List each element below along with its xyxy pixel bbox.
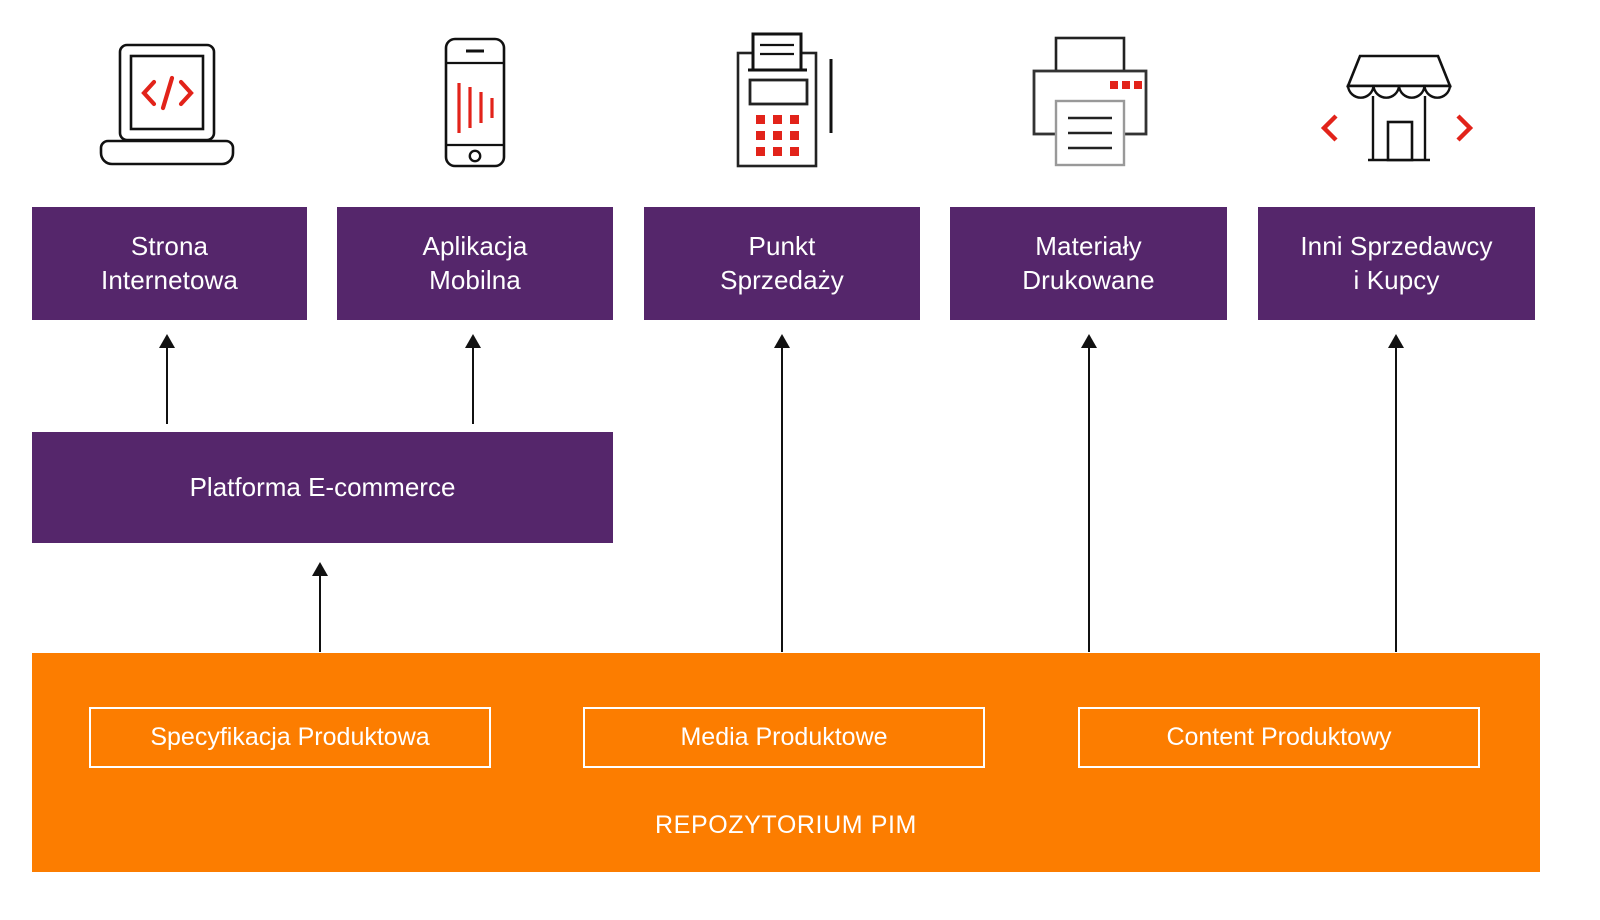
arrow-shaft bbox=[319, 568, 321, 652]
arrow-repository-to-resellers bbox=[1387, 334, 1405, 652]
repository-card-product-content[interactable]: Content Produktowy bbox=[1078, 707, 1480, 768]
arrow-shaft bbox=[1395, 340, 1397, 652]
arrow-repository-to-print bbox=[1080, 334, 1098, 652]
channel-label-line2: i Kupcy bbox=[1353, 264, 1440, 295]
channel-label-line2: Drukowane bbox=[1022, 264, 1155, 295]
repository-panel-pim[interactable]: Specyfikacja Produktowa Media Produktowe… bbox=[32, 653, 1540, 872]
repository-card-label: Specyfikacja Produktowa bbox=[150, 723, 430, 751]
printer-icon bbox=[1030, 35, 1150, 170]
arrow-repository-to-platform bbox=[311, 562, 329, 652]
repository-card-product-specification[interactable]: Specyfikacja Produktowa bbox=[89, 707, 491, 768]
arrow-platform-to-website bbox=[158, 334, 176, 424]
channel-box-point-of-sale[interactable]: Punkt Sprzedaży bbox=[644, 207, 920, 320]
platform-label: Platforma E-commerce bbox=[189, 472, 456, 502]
arrow-shaft bbox=[472, 340, 474, 424]
repository-card-product-media[interactable]: Media Produktowe bbox=[583, 707, 985, 768]
laptop-code-icon bbox=[92, 35, 242, 170]
arrow-shaft bbox=[1088, 340, 1090, 652]
channel-label-line2: Mobilna bbox=[429, 264, 521, 295]
channel-label-line1: Inni Sprzedawcy bbox=[1300, 231, 1493, 262]
arrow-platform-to-mobile bbox=[464, 334, 482, 424]
pos-terminal-icon bbox=[726, 28, 846, 170]
channel-label-line2: Internetowa bbox=[101, 264, 238, 295]
channel-label-line1: Aplikacja bbox=[422, 231, 528, 262]
channel-box-other-resellers[interactable]: Inni Sprzedawcy i Kupcy bbox=[1258, 207, 1535, 320]
storefront-icon bbox=[1306, 28, 1481, 170]
arrow-repository-to-pos bbox=[773, 334, 791, 652]
channel-box-mobile-app[interactable]: Aplikacja Mobilna bbox=[337, 207, 613, 320]
channel-label-line1: Strona bbox=[130, 231, 209, 262]
repository-card-label: Media Produktowe bbox=[680, 723, 888, 751]
channel-label-line1: Punkt bbox=[748, 231, 816, 262]
arrow-shaft bbox=[166, 340, 168, 424]
arrow-shaft bbox=[781, 340, 783, 652]
repository-card-label: Content Produktowy bbox=[1166, 723, 1392, 751]
mobile-phone-icon bbox=[430, 35, 520, 170]
repository-caption: REPOZYTORIUM PIM bbox=[655, 811, 917, 839]
channel-label-line2: Sprzedaży bbox=[720, 264, 844, 295]
channel-label-line1: Materiały bbox=[1035, 231, 1142, 262]
channel-box-printed-materials[interactable]: Materiały Drukowane bbox=[950, 207, 1227, 320]
channel-box-website[interactable]: Strona Internetowa bbox=[32, 207, 307, 320]
platform-box-ecommerce[interactable]: Platforma E-commerce bbox=[32, 432, 613, 543]
